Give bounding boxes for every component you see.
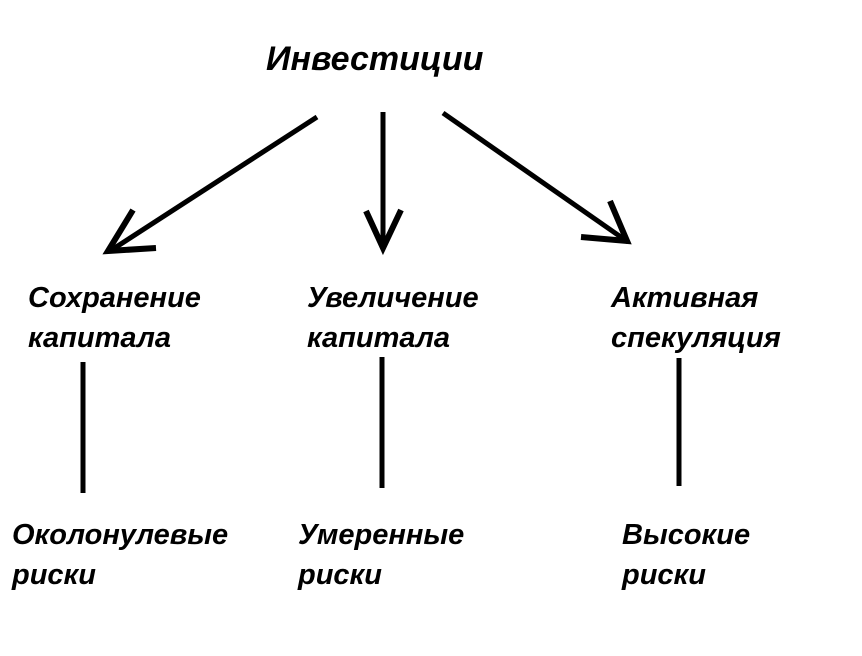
node-label-line: риски [622, 559, 706, 591]
arrow-down-left-icon [102, 114, 319, 255]
node-label-line: Увеличение [307, 282, 479, 314]
node-risk-high: Высокие риски [622, 515, 750, 595]
arrow-down-icon [363, 112, 404, 256]
node-label-line: спекуляция [611, 322, 781, 354]
node-strategy-growth: Увеличение капитала [307, 278, 479, 358]
node-label-line: Околонулевые [12, 519, 229, 551]
node-label-line: Высокие [622, 519, 751, 551]
node-label-line: риски [298, 559, 382, 591]
node-label-line: капитала [307, 322, 451, 354]
arrow-down-right-icon [441, 110, 632, 245]
node-label-line: Умеренные [298, 519, 465, 551]
diagram-title: Инвестиции [266, 40, 484, 78]
node-strategy-speculation: Активная спекуляция [611, 278, 781, 358]
node-label-line: Активная [611, 282, 759, 314]
node-label-line: капитала [28, 322, 172, 354]
node-label-line: Сохранение [28, 282, 201, 314]
node-label-line: риски [12, 559, 96, 591]
node-strategy-preservation: Сохранение капитала [28, 278, 201, 358]
node-risk-near-zero: Околонулевые риски [12, 515, 228, 595]
node-risk-moderate: Умеренные риски [298, 515, 464, 595]
